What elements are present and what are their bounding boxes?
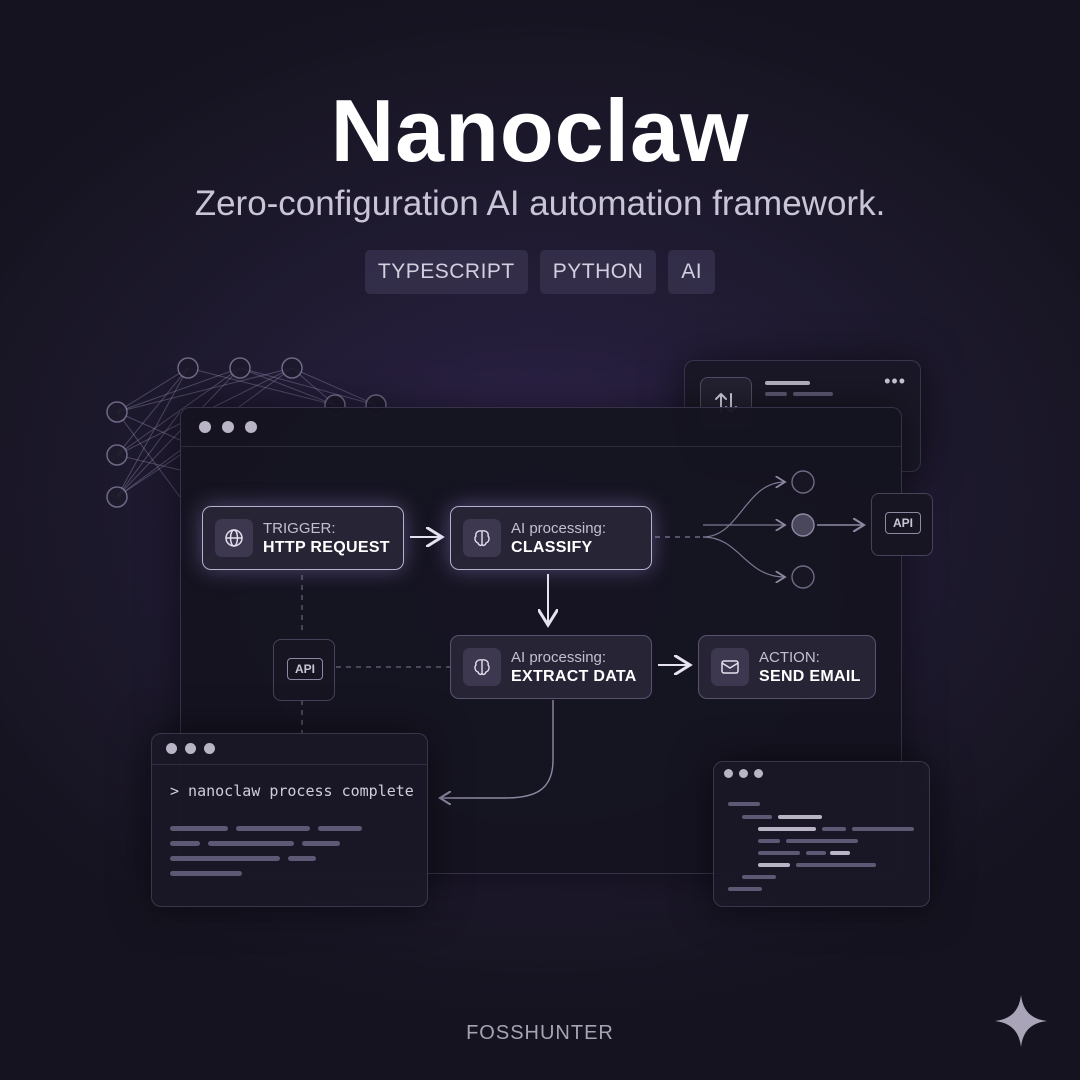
code-titlebar [714, 762, 929, 786]
neural-network-graphic [106, 357, 387, 508]
window-dot[interactable] [724, 769, 733, 778]
node-value: CLASSIFY [511, 539, 593, 556]
terminal-line [302, 841, 340, 846]
tag-list: TYPESCRIPT PYTHON AI [0, 250, 1080, 294]
node-label: ACTION: [759, 649, 820, 666]
code-line [728, 887, 762, 891]
node-value: SEND EMAIL [759, 668, 861, 685]
terminal-titlebar [152, 734, 427, 765]
window-line [793, 392, 833, 396]
terminal-line [170, 856, 280, 861]
code-line [830, 851, 850, 855]
code-line [758, 863, 790, 867]
window-dot[interactable] [754, 769, 763, 778]
node-extract-data[interactable]: AI processing: EXTRACT DATA [450, 635, 652, 699]
window-dot[interactable] [204, 743, 215, 754]
terminal-line [236, 826, 310, 831]
code-line [822, 827, 846, 831]
code-window [713, 761, 930, 907]
tag-python: PYTHON [539, 250, 657, 294]
code-line [778, 815, 822, 819]
terminal-line [208, 841, 294, 846]
sparkle-icon [995, 995, 1047, 1047]
footer-brand: FOSSHUNTER [466, 1022, 614, 1044]
window-line [765, 392, 787, 396]
node-label: AI processing: [511, 520, 607, 537]
node-value: HTTP REQUEST [263, 539, 390, 556]
brain-icon [463, 648, 501, 686]
mail-icon [711, 648, 749, 686]
code-line [728, 802, 760, 806]
window-titlebar [181, 408, 901, 447]
terminal-line [318, 826, 362, 831]
terminal-line [170, 871, 242, 876]
brain-icon [463, 519, 501, 557]
terminal-window: > nanoclaw process complete [151, 733, 428, 907]
code-line [852, 827, 914, 831]
api-endpoint-left[interactable]: API [273, 639, 335, 701]
code-line [806, 851, 826, 855]
window-dot[interactable] [739, 769, 748, 778]
code-line [742, 875, 776, 879]
more-icon[interactable]: ••• [884, 371, 906, 391]
page-title: Nanoclaw [330, 81, 750, 180]
node-label: TRIGGER: [263, 520, 336, 537]
code-line [758, 839, 780, 843]
tag-typescript: TYPESCRIPT [364, 250, 528, 294]
terminal-command: > nanoclaw process complete [170, 782, 414, 800]
node-trigger[interactable]: TRIGGER: HTTP REQUEST [202, 506, 404, 570]
code-line [796, 863, 876, 867]
window-dot[interactable] [166, 743, 177, 754]
terminal-line [170, 826, 228, 831]
code-line [742, 815, 772, 819]
api-endpoint-right[interactable]: API [871, 493, 933, 556]
node-send-email[interactable]: ACTION: SEND EMAIL [698, 635, 876, 699]
code-line [758, 851, 800, 855]
globe-icon [215, 519, 253, 557]
api-icon: API [885, 512, 921, 534]
api-icon: API [287, 658, 323, 680]
page-subtitle: Zero-configuration AI automation framewo… [194, 184, 886, 223]
window-line [765, 381, 810, 385]
code-line [758, 827, 816, 831]
tag-ai: AI [668, 250, 716, 294]
window-dot[interactable] [222, 421, 234, 433]
node-label: AI processing: [511, 649, 607, 666]
node-value: EXTRACT DATA [511, 668, 637, 685]
window-dot[interactable] [185, 743, 196, 754]
window-dot[interactable] [199, 421, 211, 433]
node-classify[interactable]: AI processing: CLASSIFY [450, 506, 652, 570]
code-line [786, 839, 858, 843]
terminal-line [170, 841, 200, 846]
window-dot[interactable] [245, 421, 257, 433]
terminal-line [288, 856, 316, 861]
